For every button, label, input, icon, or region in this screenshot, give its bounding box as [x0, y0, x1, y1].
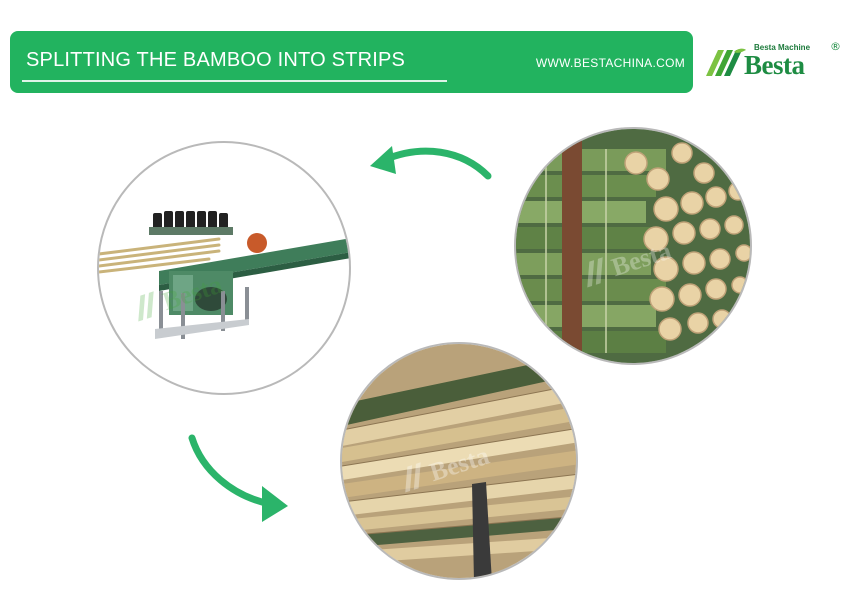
logo-stripes-icon: [706, 48, 746, 76]
besta-logo: Besta Machine Besta ®: [704, 40, 844, 84]
bamboo-poles-image: Besta: [514, 127, 752, 365]
logo-tagline: Besta Machine: [754, 43, 811, 52]
title-underline: [22, 80, 447, 82]
page-title: SPLITTING THE BAMBOO INTO STRIPS: [26, 49, 406, 71]
header-banner: SPLITTING THE BAMBOO INTO STRIPS WWW.BES…: [10, 31, 693, 93]
website-url[interactable]: WWW.BESTACHINA.COM: [535, 56, 685, 70]
bamboo-strips-image: Besta: [340, 342, 578, 580]
logo-brand: Besta: [744, 50, 805, 80]
curved-arrow-down-right-icon: [188, 434, 288, 522]
machine-image: Besta: [97, 141, 351, 395]
registered-mark: ®: [830, 40, 841, 53]
curved-arrow-left-icon: [370, 146, 492, 180]
